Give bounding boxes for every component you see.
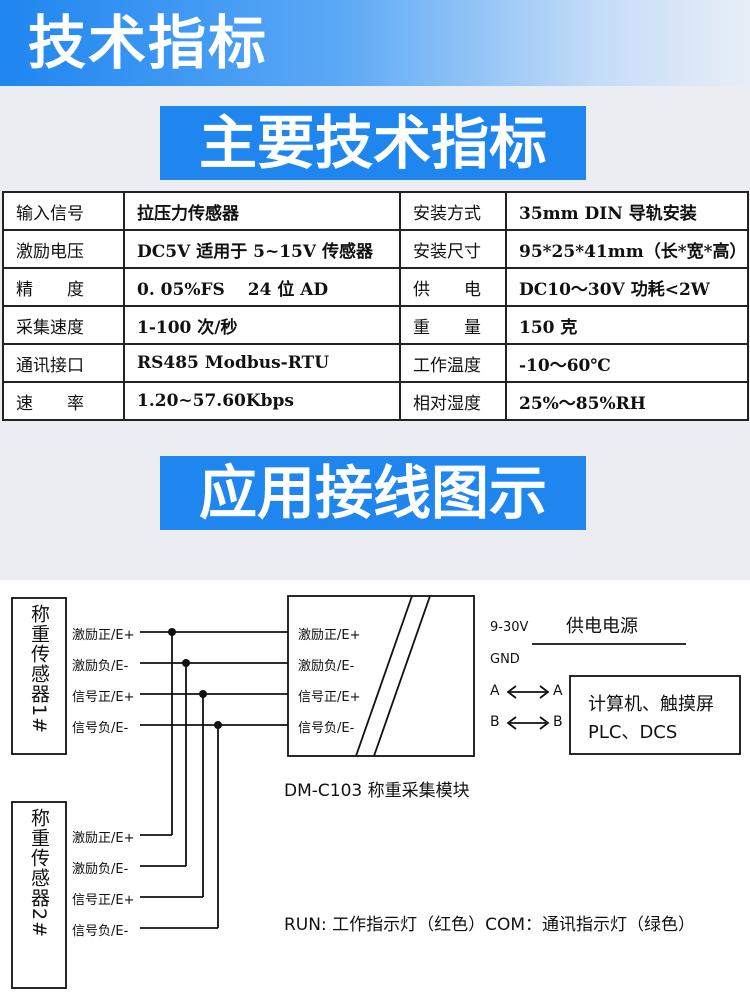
s2-s-plus-label: 信号正/E+ — [72, 893, 135, 908]
power-label: 供电电源 — [566, 616, 638, 637]
host-box — [569, 675, 741, 755]
s2-e-plus-label: 激励正/E+ — [72, 831, 135, 846]
spec-section-title: 主要技术指标 — [160, 106, 586, 180]
spec-value: RS485 Modbus-RTU — [123, 343, 401, 383]
sensor1-label: 称重传感器1# — [28, 604, 50, 735]
host-line2: PLC、DCS — [588, 722, 678, 743]
spec-key: 相对湿度 — [399, 381, 507, 421]
top-banner: 技术指标 — [0, 0, 750, 86]
wiring-section-title: 应用接线图示 — [160, 456, 586, 530]
s2-e-minus-label: 激励负/E- — [72, 862, 129, 877]
spec-value: 150 克 — [505, 305, 749, 345]
spec-value: -10～60℃ — [505, 343, 749, 383]
spec-key: 工作温度 — [399, 343, 507, 383]
s1-s-minus-label: 信号负/E- — [72, 721, 129, 736]
module-e-minus-label: 激励负/E- — [298, 659, 355, 674]
spec-value: 拉压力传感器 — [123, 191, 401, 231]
spec-value: 25%～85%RH — [505, 381, 749, 421]
spec-key: 安装尺寸 — [399, 229, 507, 269]
module-slash-2 — [373, 595, 431, 757]
spec-key: 采集速度 — [2, 305, 125, 345]
sensor2-label: 称重传感器2# — [28, 808, 50, 939]
module-name: DM-C103 称重采集模块 — [284, 781, 470, 801]
junction-1 — [168, 628, 176, 636]
spec-key: 通讯接口 — [2, 343, 125, 383]
wiring-diagram: 称重传感器1# 称重传感器2# 激励正/E+ 激励负/E- 信号正/E+ 信号负… — [0, 580, 750, 1000]
spec-value: 0. 05%FS 24 位 AD — [123, 267, 401, 307]
indicator-legend: RUN: 工作指示灯（红色）COM：通讯指示灯（绿色） — [284, 915, 696, 935]
spec-key: 重 量 — [399, 305, 507, 345]
port-b-left: B — [490, 714, 500, 730]
power-voltage: 9-30V — [490, 620, 529, 635]
s1-s-plus-label: 信号正/E+ — [72, 690, 135, 705]
port-b-right: B — [553, 714, 563, 730]
s1-e-minus-label: 激励负/E- — [72, 659, 129, 674]
junction-3 — [199, 690, 207, 698]
spec-key: 激励电压 — [2, 229, 125, 269]
spec-key: 供 电 — [399, 267, 507, 307]
module-s-minus-label: 信号负/E- — [298, 721, 355, 736]
wiring-lines — [11, 595, 741, 989]
port-a-right: A — [553, 683, 563, 699]
module-box — [287, 595, 475, 757]
module-slash-1 — [355, 595, 413, 757]
power-gnd: GND — [490, 652, 520, 667]
host-line1: 计算机、触摸屏 — [588, 694, 714, 715]
sensor1-box — [11, 597, 67, 755]
junction-2 — [182, 659, 190, 667]
module-e-plus-label: 激励正/E+ — [298, 628, 361, 643]
spec-key: 速 率 — [2, 381, 125, 421]
s1-e-plus-label: 激励正/E+ — [72, 628, 135, 643]
spec-key: 安装方式 — [399, 191, 507, 231]
spec-value: 95*25*41mm（长*宽*高） — [505, 229, 749, 269]
spec-value: DC5V 适用于 5~15V 传感器 — [123, 229, 401, 269]
spec-key: 精 度 — [2, 267, 125, 307]
banner-title: 技术指标 — [28, 9, 269, 77]
spec-value: 35mm DIN 导轨安装 — [505, 191, 749, 231]
junction-4 — [214, 721, 222, 729]
spec-value: 1-100 次/秒 — [123, 305, 401, 345]
spec-value: 1.20~57.60Kbps — [123, 381, 401, 421]
spec-value: DC10～30V 功耗<2W — [505, 267, 749, 307]
s2-s-minus-label: 信号负/E- — [72, 924, 129, 939]
port-a-left: A — [490, 683, 500, 699]
module-s-plus-label: 信号正/E+ — [298, 690, 361, 705]
spec-key: 输入信号 — [2, 191, 125, 231]
sensor2-box — [11, 801, 67, 989]
